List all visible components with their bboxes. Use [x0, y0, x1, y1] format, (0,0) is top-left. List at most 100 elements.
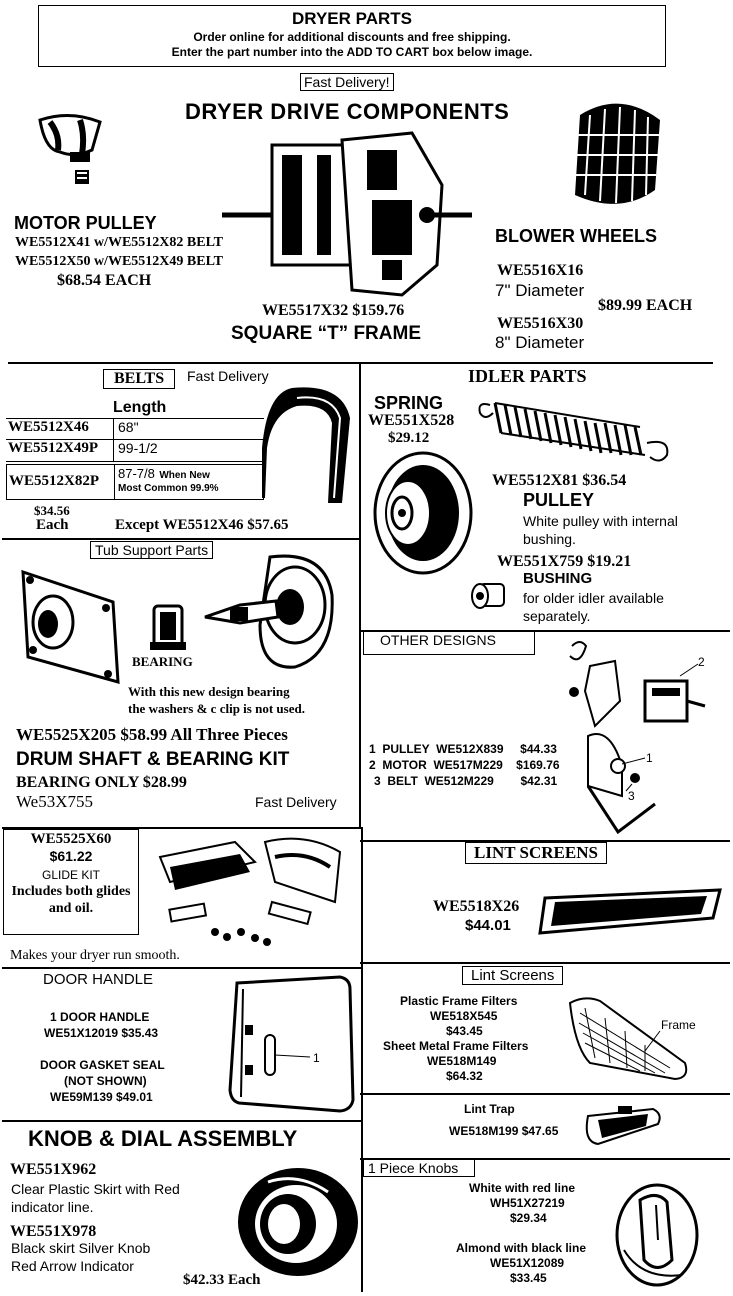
door-seal-1: DOOR GASKET SEAL: [40, 1058, 165, 1072]
belts-fast-delivery: Fast Delivery: [187, 368, 269, 384]
other-designs-title: OTHER DESIGNS: [363, 631, 535, 655]
kit-line: WE5525X205 $58.99 All Three Pieces: [16, 725, 288, 744]
spring-title: SPRING: [374, 393, 444, 413]
kit-title: DRUM SHAFT & BEARING KIT: [16, 749, 290, 770]
almond-knob: Almond with black line: [456, 1241, 587, 1255]
spring-price: $29.12: [388, 430, 430, 446]
blower-title: BLOWER WHEELS: [495, 226, 657, 246]
belt-image: [262, 387, 350, 503]
callout-2: 2: [698, 655, 705, 669]
knob-price: $42.33 Each: [183, 1272, 261, 1288]
bearing-part: We53X755: [16, 792, 94, 811]
belt-part: WE5512X82P: [7, 465, 115, 499]
belts-each: Each: [36, 517, 69, 533]
belt-length: 99-1/2: [118, 440, 158, 456]
bushing-desc-1: for older idler available: [523, 590, 664, 606]
idler-pulley-title: PULLEY: [523, 490, 595, 510]
lint-trap-part: WE518M199 $47.65: [449, 1124, 559, 1138]
belts-except: Except WE5512X46 $57.65: [115, 517, 289, 533]
bushing-title: BUSHING: [523, 570, 593, 587]
blower-diameter-2: 8" Diameter: [495, 333, 585, 352]
motor-pulley-line-1: WE5512X41 w/WE5512X82 BELT: [15, 235, 223, 250]
bearing-label: BEARING: [132, 654, 193, 669]
bushing-desc-2: separately.: [523, 608, 591, 624]
belt-note: When New: [159, 470, 210, 481]
table-row: WE5512X49P 99-1/2: [6, 440, 264, 462]
idler-pulley-image: [373, 451, 473, 575]
drive-motor-image: [222, 131, 472, 297]
belt-part: WE5512X46: [6, 419, 114, 439]
knob-desc-1a: Clear Plastic Skirt with Red: [11, 1181, 180, 1197]
motor-pulley-line-2: WE5512X50 w/WE5512X49 BELT: [15, 254, 223, 269]
divider: [360, 962, 730, 964]
idler-pulley-part: WE5512X81 $36.54: [492, 472, 627, 489]
blower-part-2: WE5516X30: [497, 315, 584, 332]
blower-diameter-1: 7" Diameter: [495, 281, 585, 300]
almond-knob-price: $33.45: [510, 1271, 547, 1285]
motor-frame-label: SQUARE “T” FRAME: [231, 323, 421, 344]
glide-kit-image: [158, 837, 342, 946]
one-piece-knobs-title: 1 Piece Knobs: [363, 1159, 475, 1177]
lint-trap-title: Lint Trap: [464, 1102, 515, 1116]
plastic-price: $43.45: [446, 1024, 483, 1038]
other-item-2: 2 MOTOR WE517M229 $169.76: [369, 758, 560, 772]
tub-fast-delivery: Fast Delivery: [255, 794, 337, 810]
metal-price: $64.32: [446, 1069, 483, 1083]
lint-screens-title: LINT SCREENS: [465, 842, 607, 864]
door-item-part: WE51X12019 $35.43: [44, 1026, 159, 1040]
knob-desc-2a: Black skirt Silver Knob: [11, 1240, 151, 1256]
door-seal-2: (NOT SHOWN): [64, 1074, 147, 1088]
bushing-part: WE551X759 $19.21: [497, 553, 632, 570]
metal-part: WE518M149: [427, 1054, 497, 1068]
door-item: 1 DOOR HANDLE: [50, 1010, 150, 1024]
glide-desc-2: and oil.: [48, 901, 94, 916]
spring-image: [478, 402, 669, 462]
blower-part-1: WE5516X16: [497, 262, 584, 279]
glide-kit-box: WE5525X60 $61.22 GLIDE KIT Includes both…: [3, 829, 139, 935]
door-seal-part: WE59M139 $49.01: [50, 1090, 153, 1104]
divider: [2, 967, 362, 969]
other-item-3: 3 BELT WE512M229 $42.31: [374, 774, 558, 788]
table-row: WE5512X46 68": [6, 418, 264, 440]
other-designs-image: [569, 641, 706, 835]
motor-part: WE5517X32 $159.76: [262, 302, 405, 319]
divider: [361, 967, 363, 1292]
blower-wheel-image: [575, 103, 660, 204]
idler-title: IDLER PARTS: [468, 366, 587, 386]
white-knob: White with red line: [469, 1181, 576, 1195]
page-title: DRYER PARTS: [292, 9, 412, 28]
spring-part: WE551X528: [368, 412, 455, 429]
callout-3: 3: [628, 789, 635, 803]
divider: [2, 538, 360, 540]
glide-price: $61.22: [49, 848, 93, 864]
divider: [2, 1120, 362, 1122]
blower-price: $89.99 EACH: [598, 297, 693, 314]
door-handle-title: DOOR HANDLE: [43, 971, 154, 988]
knob-part-2: WE551X978: [10, 1223, 97, 1240]
plastic-part: WE518X545: [430, 1009, 498, 1023]
drive-components-title: DRYER DRIVE COMPONENTS: [185, 99, 510, 124]
idler-pulley-desc-1: White pulley with internal: [523, 513, 678, 529]
callout-1: 1: [646, 751, 653, 765]
motor-pulley-price: $68.54 EACH: [57, 272, 152, 289]
divider: [360, 1093, 730, 1095]
bushing-image: [471, 583, 505, 609]
header-box: DRYER PARTS Order online for additional …: [38, 5, 666, 67]
glide-part: WE5525X60: [30, 831, 112, 847]
divider: [360, 840, 730, 842]
other-item-1: 1 PULLEY WE512X839 $44.33: [369, 742, 557, 756]
tub-note-1: With this new design bearing: [128, 684, 290, 699]
glide-desc-1: Includes both glides: [11, 884, 131, 899]
divider: [360, 630, 730, 632]
motor-pulley-image: [38, 114, 102, 184]
table-row: WE5512X82P 87-7/8 When New Most Common 9…: [6, 464, 264, 500]
lint-screen-price: $44.01: [465, 917, 511, 934]
door-image: [228, 975, 355, 1113]
drum-shaft-image: [204, 554, 334, 669]
lint-screens-title-2: Lint Screens: [462, 966, 564, 985]
belts-length-header: Length: [113, 399, 167, 416]
one-piece-knob-image: [615, 1183, 699, 1287]
tub-title: Tub Support Parts: [90, 541, 214, 559]
header-line-2: Enter the part number into the ADD TO CA…: [171, 45, 533, 59]
lint-screen-image: [538, 888, 722, 935]
